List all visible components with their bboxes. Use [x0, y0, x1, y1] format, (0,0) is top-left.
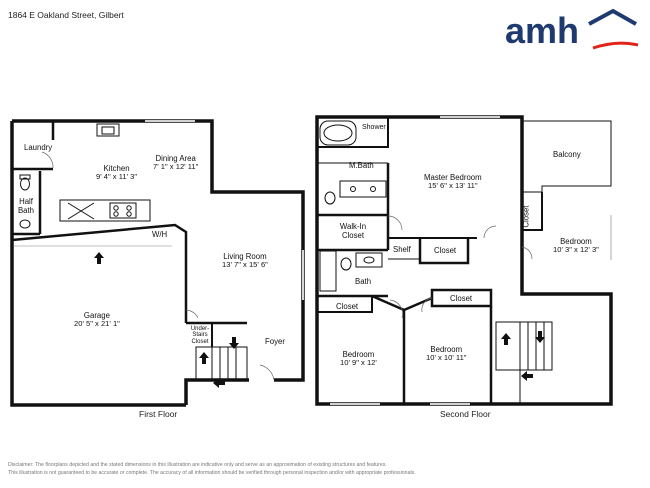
room-garage: Garage 20' 5" x 21' 1" — [74, 311, 120, 329]
room-name: Bedroom — [342, 350, 375, 359]
room-dims: 20' 5" x 21' 1" — [74, 319, 120, 329]
room-shower: Shower — [362, 124, 386, 132]
room-name: Foyer — [265, 337, 285, 346]
second-floor-arrows — [501, 331, 545, 381]
room-dining-area: Dining Area 7' 1" x 12' 11" — [153, 154, 198, 172]
room-name: Living Room — [223, 252, 267, 261]
first-floor-drawing — [10, 119, 305, 407]
room-half-bath: Half Bath — [14, 197, 38, 215]
room-dims: 9' 4" x 11' 3" — [96, 172, 138, 182]
logo-text: amh — [505, 10, 579, 50]
room-name: Garage — [83, 311, 110, 320]
room-name: Bedroom — [560, 237, 592, 246]
room-name: Shower — [362, 124, 386, 131]
down-arrow-icon — [229, 337, 239, 349]
room-shelf: Shelf — [393, 245, 411, 254]
left-arrow-icon — [213, 378, 225, 388]
room-water-heater: W/H — [152, 230, 167, 239]
room-name: Laundry — [24, 143, 53, 152]
room-bedroom-middle: Bedroom 10' x 10' 11" — [426, 345, 467, 363]
room-name: Closet — [450, 294, 473, 303]
disclaimer-line-2: This illustration is not guaranteed to b… — [8, 470, 416, 476]
room-dims: 10' x 10' 11" — [426, 353, 467, 363]
logo-roof-icon — [588, 8, 637, 26]
room-bath: Bath — [355, 277, 371, 286]
disclaimer-line-1: Disclaimer: The floorplans depicted and … — [8, 462, 387, 468]
room-closet-left: Closet — [336, 302, 358, 311]
room-closet-middle: Closet — [450, 294, 472, 303]
room-name: Half Bath — [17, 197, 35, 216]
room-name: Bath — [355, 277, 372, 286]
room-name: Dining Area — [155, 154, 196, 163]
room-kitchen: Kitchen 9' 4" x 11' 3" — [96, 164, 137, 182]
first-floor-arrows — [94, 252, 239, 388]
room-laundry: Laundry — [24, 143, 52, 152]
room-name: Master Bedroom — [424, 173, 482, 182]
room-name: Shelf — [393, 245, 411, 254]
room-under-stairs-closet: Under-Stairs Closet — [188, 326, 212, 345]
room-name: Bedroom — [430, 345, 463, 354]
room-name: M.Bath — [349, 161, 374, 170]
room-dims: 10' 3" x 12' 3" — [553, 245, 599, 255]
room-foyer: Foyer — [265, 337, 285, 346]
room-closet-hall: Closet — [434, 246, 456, 255]
room-dims: 13' 7" x 15' 6" — [222, 260, 268, 270]
room-master-bedroom: Master Bedroom 15' 6" x 13' 11" — [424, 173, 482, 191]
room-dims: 7' 1" x 12' 11" — [153, 162, 199, 172]
room-walk-in-closet: Walk-In Closet — [333, 222, 373, 240]
room-name: Closet — [434, 246, 457, 255]
room-name: Balcony — [553, 150, 581, 159]
left-arrow-icon — [521, 371, 533, 381]
room-dims: 15' 6" x 13' 11" — [428, 181, 478, 191]
first-floor-label: First Floor — [139, 409, 178, 419]
amh-logo: amh — [505, 8, 639, 50]
second-floor-drawing — [315, 115, 613, 406]
room-name: Kitchen — [103, 164, 130, 173]
room-living-room: Living Room 13' 7" x 15' 6" — [222, 252, 268, 270]
second-floor-label: Second Floor — [440, 409, 491, 419]
up-arrow-icon — [94, 252, 104, 264]
logo-swoosh-icon — [592, 41, 639, 50]
room-balcony: Balcony — [553, 150, 581, 159]
room-name: Closet — [336, 302, 359, 311]
room-master-bath: M.Bath — [349, 161, 374, 170]
up-arrow-icon — [501, 333, 511, 345]
room-closet-vertical: Closet — [521, 206, 530, 228]
room-dims: 10' 9" x 12' — [340, 358, 377, 368]
room-name: W/H — [152, 230, 168, 239]
room-bedroom-left: Bedroom 10' 9" x 12' — [340, 350, 377, 368]
down-arrow-icon — [535, 331, 545, 343]
room-name: Walk-In Closet — [339, 222, 367, 241]
up-arrow-icon — [199, 352, 209, 364]
room-bedroom-right: Bedroom 10' 3" x 12' 3" — [553, 237, 599, 255]
room-name: Closet — [521, 205, 531, 228]
property-address: 1864 E Oakland Street, Gilbert — [8, 10, 124, 20]
room-name: Under-Stairs Closet — [190, 326, 210, 345]
